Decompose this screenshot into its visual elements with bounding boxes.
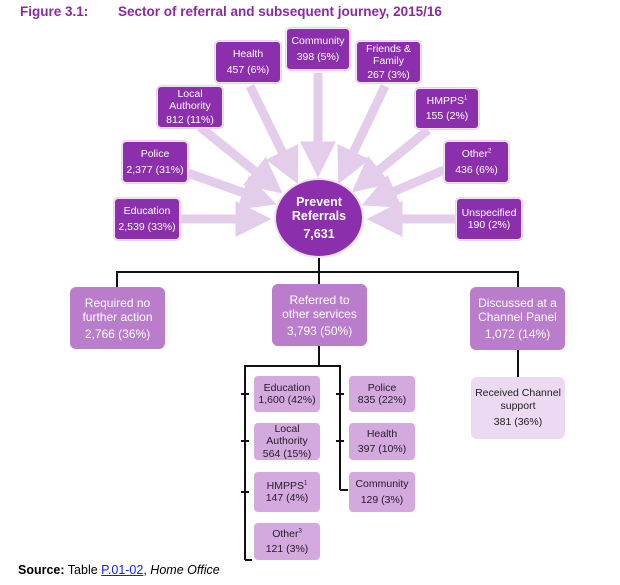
source-value: 2,377 (31%) bbox=[126, 163, 184, 176]
service-label: Other3 bbox=[272, 528, 302, 541]
label-text: HMPPS bbox=[426, 94, 464, 107]
source-note: Source: Table P.01-02, Home Office bbox=[18, 563, 220, 577]
source-label: HMPPS1 bbox=[427, 95, 468, 108]
label-text: HMPPS bbox=[266, 479, 304, 492]
source-box-education: Education 2,539 (33%) bbox=[114, 198, 180, 240]
service-value: 835 (22%) bbox=[357, 394, 407, 406]
source-value: 436 (6%) bbox=[455, 163, 498, 176]
referred-box-other: Other3 121 (3%) bbox=[254, 523, 320, 560]
source-label: Health bbox=[232, 48, 264, 60]
figure-title: Figure 3.1: Sector of referral and subseq… bbox=[20, 4, 442, 19]
service-label: Education bbox=[263, 381, 311, 394]
label-text: Other bbox=[272, 527, 299, 540]
referred-box-hmpps: HMPPS1 147 (4%) bbox=[254, 472, 320, 512]
source-box-unspecified: Unspecified 190 (2%) bbox=[456, 198, 522, 240]
outcome-value: 3,793 (50%) bbox=[286, 323, 353, 338]
outcome-box-referred-other-services: Referred to other services 3,793 (50%) bbox=[272, 284, 367, 346]
outcome-value: 2,766 (36%) bbox=[84, 326, 151, 341]
source-label: Education bbox=[123, 205, 171, 217]
source-box-friends-family: Friends & Family 267 (3%) bbox=[356, 41, 421, 83]
source-value: 812 (11%) bbox=[166, 113, 214, 126]
source-label: Police bbox=[140, 148, 170, 160]
service-label: Local Authority bbox=[266, 422, 308, 448]
channel-support-value: 381 (36%) bbox=[493, 416, 543, 428]
footnote-marker: 2 bbox=[487, 148, 492, 155]
service-label: Health bbox=[366, 427, 398, 440]
referred-box-police: Police 835 (22%) bbox=[349, 376, 415, 412]
arrow-hmpps bbox=[351, 126, 431, 193]
source-label: Local Authority bbox=[169, 87, 211, 113]
source-value: 398 (5%) bbox=[296, 50, 340, 63]
source-box-local-authority: Local Authority 812 (11%) bbox=[157, 86, 223, 128]
service-value: 1,600 (42%) bbox=[258, 394, 316, 406]
source-value: 190 (2%) bbox=[467, 219, 511, 231]
footnote-marker: 1 bbox=[304, 480, 308, 486]
service-value: 397 (10%) bbox=[357, 443, 407, 455]
service-label: Police bbox=[367, 381, 397, 394]
source-prefix: Source: bbox=[18, 563, 65, 577]
source-box-health: Health 457 (6%) bbox=[215, 41, 281, 83]
footnote-marker: 1 bbox=[464, 95, 468, 101]
arrow-health bbox=[245, 84, 299, 185]
source-box-hmpps: HMPPS1 155 (2%) bbox=[415, 88, 479, 129]
service-value: 564 (15%) bbox=[262, 447, 312, 460]
arrow-local-authority bbox=[197, 123, 283, 194]
referred-box-health: Health 397 (10%) bbox=[349, 423, 415, 460]
center-label-line1: Prevent bbox=[296, 195, 342, 209]
referred-box-local-authority: Local Authority 564 (15%) bbox=[254, 423, 320, 460]
arrow-other bbox=[361, 165, 446, 208]
source-box-police: Police 2,377 (31%) bbox=[122, 141, 188, 183]
referred-box-education: Education 1,600 (42%) bbox=[254, 376, 320, 412]
source-publisher: Home Office bbox=[150, 563, 220, 577]
service-value: 147 (4%) bbox=[265, 492, 309, 504]
outcome-box-channel-panel: Discussed at a Channel Panel 1,072 (14%) bbox=[470, 287, 565, 350]
outcome-box-no-further-action: Required no further action 2,766 (36%) bbox=[70, 287, 165, 349]
source-table-link[interactable]: P.01-02 bbox=[101, 563, 144, 577]
service-value: 129 (3%) bbox=[360, 493, 404, 506]
service-label: Community bbox=[355, 478, 409, 490]
service-label: HMPPS1 bbox=[267, 480, 308, 493]
source-value: 2,539 (33%) bbox=[118, 220, 176, 233]
source-box-community: Community 398 (5%) bbox=[286, 28, 350, 70]
center-value: 7,631 bbox=[303, 227, 335, 241]
source-value: 155 (2%) bbox=[425, 110, 469, 122]
outcome-label: Discussed at a Channel Panel bbox=[478, 296, 557, 324]
channel-support-label: Received Channel support bbox=[475, 387, 561, 412]
arrow-police bbox=[183, 167, 277, 210]
bracket-referred bbox=[244, 365, 341, 560]
source-label: Other2 bbox=[462, 148, 492, 161]
source-label: Community bbox=[291, 35, 345, 47]
referred-box-community: Community 129 (3%) bbox=[349, 472, 415, 512]
arrow-friends-family bbox=[337, 84, 390, 185]
figure-caption: Sector of referral and subsequent journe… bbox=[118, 4, 442, 19]
label-text: Other bbox=[461, 148, 488, 160]
figure-number: Figure 3.1: bbox=[20, 4, 89, 19]
prevent-referrals-node: Prevent Referrals 7,631 bbox=[276, 180, 362, 256]
outcome-label: Referred to other services bbox=[282, 292, 357, 321]
source-label: Friends & Family bbox=[366, 42, 411, 68]
source-box-other: Other2 436 (6%) bbox=[444, 141, 509, 183]
center-label-line2: Referrals bbox=[291, 209, 347, 223]
source-value: 457 (6%) bbox=[226, 63, 270, 76]
outcome-value: 1,072 (14%) bbox=[484, 327, 551, 341]
footnote-marker: 3 bbox=[298, 528, 302, 534]
source-label: Unspecified bbox=[461, 206, 517, 219]
service-value: 121 (3%) bbox=[265, 543, 309, 555]
source-value: 267 (3%) bbox=[367, 68, 410, 81]
channel-support-box: Received Channel support 381 (36%) bbox=[471, 377, 565, 439]
outcome-label: Required no further action bbox=[82, 295, 153, 324]
source-text: Table bbox=[67, 563, 98, 577]
